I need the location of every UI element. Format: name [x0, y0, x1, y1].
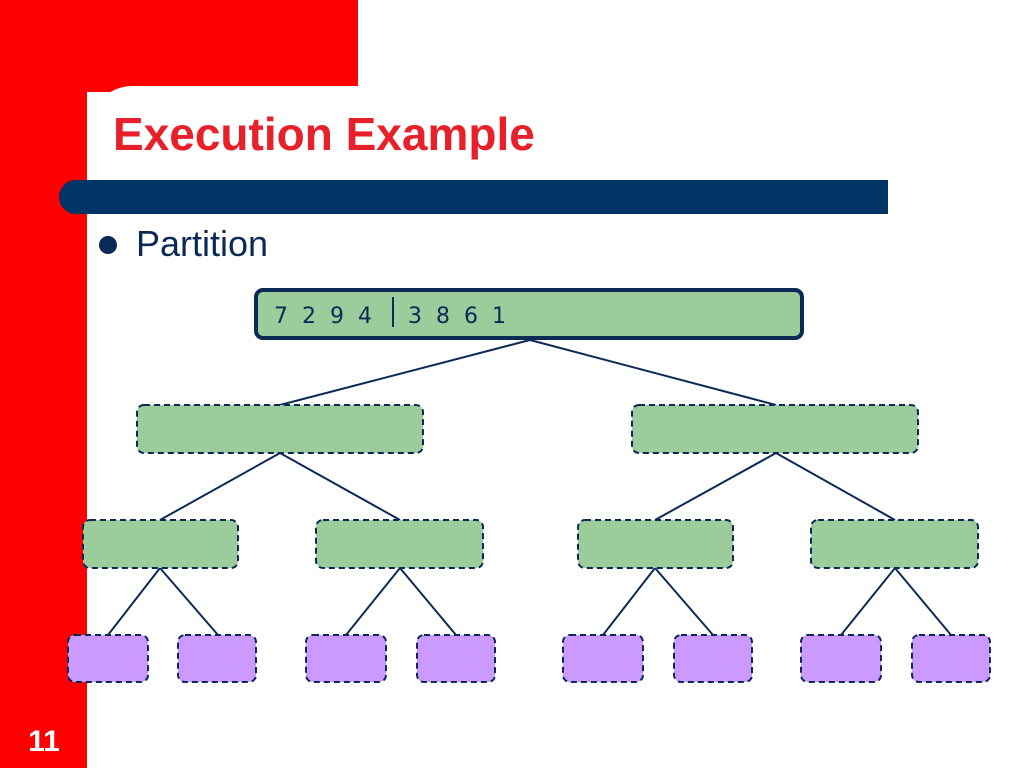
edge-l2-2a	[345, 567, 401, 636]
tree-leaf-2	[177, 634, 257, 683]
tree-node-l2-2	[315, 519, 484, 569]
bullet-text: Partition	[136, 223, 269, 264]
tree-leaf-1	[67, 634, 149, 683]
edge-l2-1a	[107, 567, 161, 636]
edge-root-right	[529, 339, 777, 406]
root-right-sequence: 3 8 6 1	[408, 304, 506, 329]
edge-root-left	[279, 339, 531, 406]
tree-leaf-3	[305, 634, 387, 683]
edge-l2-2b	[399, 567, 457, 636]
bullet-icon	[99, 236, 117, 254]
tree-leaf-8	[911, 634, 991, 683]
edge-l2-3a	[602, 567, 656, 636]
root-left-sequence: 7 2 9 4	[274, 304, 372, 329]
edge-l1-left-a	[159, 452, 281, 521]
edge-l1-left-b	[279, 452, 401, 521]
tree-leaf-6	[673, 634, 753, 683]
edge-l2-1b	[159, 567, 219, 636]
edge-l2-3b	[654, 567, 714, 636]
edge-l1-right-a	[654, 452, 777, 521]
tree-node-l2-3	[577, 519, 734, 569]
title-underline-bar	[59, 180, 888, 214]
tree-node-l1-left	[136, 404, 424, 454]
tree-leaf-5	[562, 634, 644, 683]
edge-l2-4b	[894, 567, 952, 636]
slide-title: Execution Example	[113, 108, 535, 160]
tree-node-l2-4	[810, 519, 979, 569]
tree-leaf-4	[416, 634, 496, 683]
tree-node-l2-1	[82, 519, 239, 569]
edge-l1-right-b	[775, 452, 896, 521]
slide-number: 11	[28, 725, 60, 758]
edge-l2-4a	[840, 567, 896, 636]
tree-node-l1-right	[631, 404, 919, 454]
tree-leaf-7	[800, 634, 882, 683]
tree-edges	[107, 339, 952, 636]
